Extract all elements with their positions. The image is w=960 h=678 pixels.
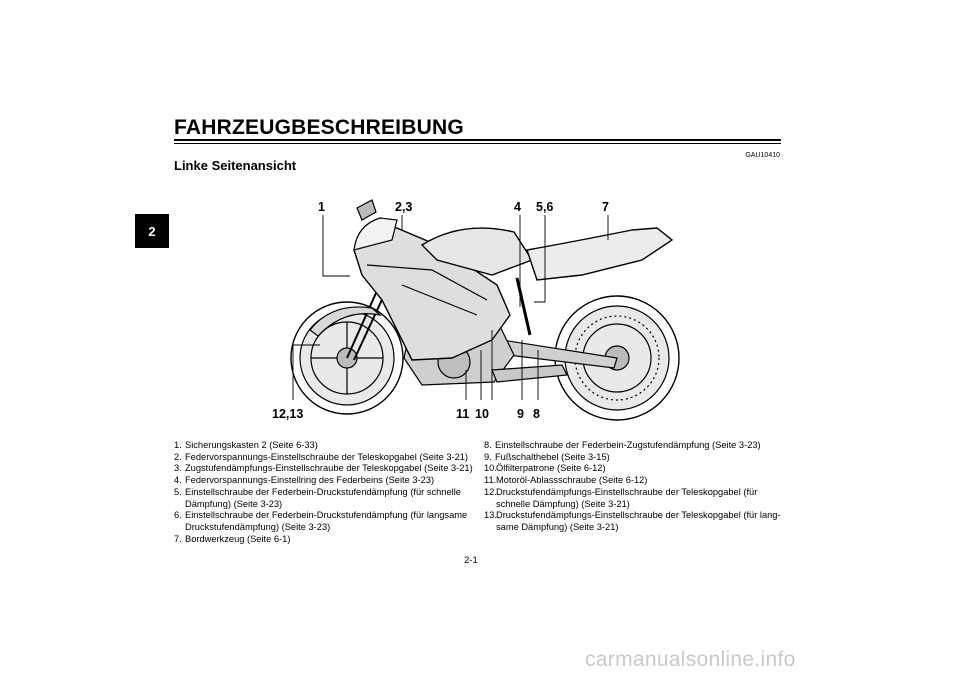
section-heading: Linke Seitenansicht xyxy=(174,158,297,173)
title-rule xyxy=(174,139,781,141)
legend-left: 1. Sicherungskasten 2 (Seite 6-33) 2. Fe… xyxy=(174,440,479,545)
callout-2-3: 2,3 xyxy=(395,200,413,214)
callout-8: 8 xyxy=(533,407,540,421)
fuel-tank xyxy=(420,227,534,276)
legend-item-text: Einstellschraube der Federbein-Zugstufen… xyxy=(495,440,761,450)
chapter-title: FAHRZEUGBESCHREIBUNG xyxy=(174,116,464,139)
legend-item-text: Einstellschraube der Federbein-Druckstuf… xyxy=(185,486,461,509)
legend-item-number: 5. xyxy=(174,486,182,497)
callout-1: 1 xyxy=(318,200,325,214)
legend-item-number: 11. xyxy=(484,475,497,486)
page-number: 2-1 xyxy=(464,555,478,566)
legend-item-number: 10. xyxy=(484,463,497,474)
front-fender xyxy=(309,306,383,337)
legend-item-number: 13. xyxy=(484,510,497,521)
title-rule-thin xyxy=(174,143,781,144)
legend-item-number: 3. xyxy=(174,463,182,474)
legend-item-text: Druckstufendämpfungs-Einstellschraube de… xyxy=(496,510,781,532)
chapter-tab: 2 xyxy=(135,214,169,248)
callout-7: 7 xyxy=(602,200,609,214)
legend-item: 2. Federvorspannungs-Einstellschraube de… xyxy=(174,452,479,464)
legend-item: 13. Druckstufendämpfungs-Einstellschraub… xyxy=(484,510,784,533)
windscreen xyxy=(353,217,398,251)
legend-item-number: 8. xyxy=(484,440,492,450)
legend-item-number: 1. xyxy=(174,440,182,450)
legend-right: 8. Einstellschraube der Federbein-Zugstu… xyxy=(484,440,784,534)
callout-10: 10 xyxy=(475,407,489,421)
legend-item: 1. Sicherungskasten 2 (Seite 6-33) xyxy=(174,440,479,452)
legend-item: 9. Fußschalthebel (Seite 3-15) xyxy=(484,452,784,464)
legend-item: 5. Einstellschraube der Federbein-Drucks… xyxy=(174,487,479,510)
legend-item: 8. Einstellschraube der Federbein-Zugstu… xyxy=(484,440,784,452)
callout-11: 11 xyxy=(456,407,470,421)
rear-shock xyxy=(515,277,532,336)
callout-5-6: 5,6 xyxy=(536,200,554,214)
callout-12-13: 12,13 xyxy=(272,407,304,421)
legend-item-text: Motoröl-Ablassschraube (Seite 6-12) xyxy=(496,475,648,486)
callout-9: 9 xyxy=(517,407,524,421)
legend-item-text: Sicherungskasten 2 (Seite 6-33) xyxy=(185,440,318,450)
legend-item-text: Federvorspannungs-Einstellschraube der T… xyxy=(185,451,469,462)
legend-item: 3. Zugstufendämpfungs-Einstellschraube d… xyxy=(174,463,479,475)
legend-item: 6. Einstellschraube der Federbein-Drucks… xyxy=(174,510,479,533)
legend-item-number: 12. xyxy=(484,486,497,497)
legend-item: 11. Motoröl-Ablassschraube (Seite 6-12) xyxy=(484,475,784,487)
legend-item-number: 2. xyxy=(174,451,182,462)
motorcycle-illustration: 1 2,3 4 5,6 7 12,13 11 10 9 8 xyxy=(262,190,692,430)
legend-item-number: 6. xyxy=(174,510,182,521)
legend-item: 4. Federvorspannungs-Einstellring des Fe… xyxy=(174,475,479,487)
legend-item-number: 7. xyxy=(174,533,182,544)
motorcycle-drawing xyxy=(290,199,680,421)
exhaust xyxy=(491,364,568,383)
legend-item-text: Federvorspannungs-Einstellring des Feder… xyxy=(185,475,435,486)
mirror xyxy=(356,199,377,221)
watermark[interactable]: carmanualsonline.info xyxy=(585,648,796,671)
leader-lines xyxy=(292,215,609,400)
legend-item-text: Druckstufendämpfungs-Einstellschraube de… xyxy=(496,486,758,509)
legend-item-text: Fußschalthebel (Seite 3-15) xyxy=(495,451,610,462)
legend-item: 10. Ölfilterpatrone (Seite 6-12) xyxy=(484,463,784,475)
callout-4: 4 xyxy=(514,200,521,214)
seat-tail xyxy=(526,227,674,281)
legend-item-text: Einstellschraube der Federbein-Druckstuf… xyxy=(185,510,468,532)
legend-item-text: Zugstufendämpfungs-Einstellschraube der … xyxy=(185,463,473,474)
section-code: GAU10410 xyxy=(745,152,780,159)
legend-item-text: Ölfilterpatrone (Seite 6-12) xyxy=(496,463,606,474)
legend-item-number: 4. xyxy=(174,475,182,486)
legend-item-text: Bordwerkzeug (Seite 6-1) xyxy=(185,533,291,544)
legend-item: 12. Druckstufendämpfungs-Einstellschraub… xyxy=(484,487,784,510)
legend-item-number: 9. xyxy=(484,451,492,462)
legend-item: 7. Bordwerkzeug (Seite 6-1) xyxy=(174,534,479,546)
